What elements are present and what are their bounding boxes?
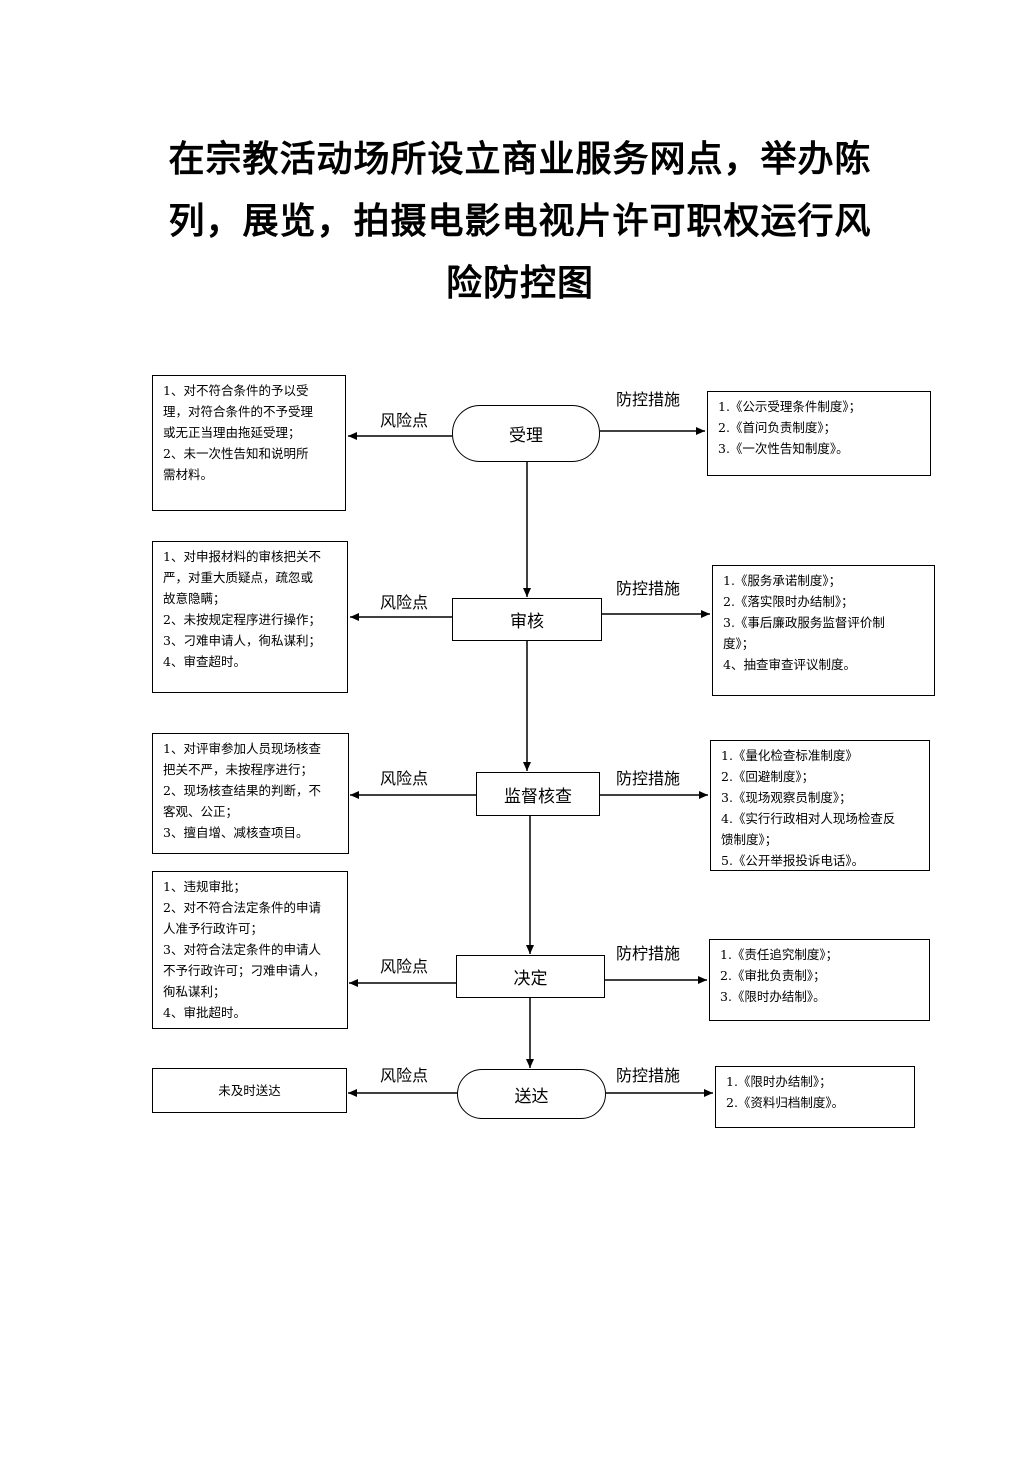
step-review-label: 审核 [510,612,544,632]
control-supervise-line: 3.《现场观察员制度》； [721,790,852,805]
risk-decide-line: 2、对不符合法定条件的申请 [163,900,321,915]
page-title: 在宗教活动场所设立商业服务网点，举办陈 列，展览，拍摄电影电视片许可职权运行风 … [140,128,900,314]
risk-accept-line: 2、未一次性告知和说明所 [163,446,309,461]
control-box-decide: 1.《责任追究制度》； 2.《审批负责制》； 3.《限时办结制》。 [709,939,930,1021]
risk-review-line: 故意隐瞒； [163,591,226,606]
control-accept-line: 3.《一次性告知制度》。 [718,441,849,456]
control-supervise-line: 5.《公开举报投诉电话》。 [721,853,865,868]
risk-accept-line: 1、对不符合条件的予以受 [163,383,309,398]
control-supervise-line: 2.《回避制度》； [721,769,815,784]
risk-supervise-line: 3、擅自增、减核查项目。 [163,825,309,840]
risk-supervise-line: 把关不严，未按程序进行； [163,762,314,777]
risk-box-deliver: 未及时送达 [152,1068,347,1113]
step-review: 审核 [452,598,602,641]
risk-box-accept: 1、对不符合条件的予以受 理，对符合条件的不予受理 或无正当理由拖延受理； 2、… [152,375,346,511]
risk-accept-line: 理，对符合条件的不予受理 [163,404,314,419]
risk-review-line: 3、刁难申请人，徇私谋利； [163,633,321,648]
risk-decide-line: 人准予行政许可； [163,921,264,936]
control-label-decide: 防柠措施 [616,944,681,963]
risk-decide-line: 3、对符合法定条件的申请人 [163,942,321,957]
risk-supervise-line: 1、对评审参加人员现场核查 [163,741,321,756]
risk-review-line: 1、对申报材料的审核把关不 [163,549,321,564]
risk-review-line: 严，对重大质疑点，疏忽或 [163,570,314,585]
control-decide-line: 1.《责任追究制度》； [720,947,839,962]
control-deliver-line: 1.《限时办结制》； [726,1074,832,1089]
title-line-3: 险防控图 [445,262,594,304]
risk-decide-line: 4、审批超时。 [163,1005,246,1020]
risk-label-accept: 风险点 [380,411,429,430]
risk-label-review: 风险点 [380,593,429,612]
control-supervise-line: 4.《实行行政相对人现场检查反 [721,811,896,826]
step-decide-label: 决定 [513,969,548,989]
control-decide-line: 2.《审批负责制》； [720,968,826,983]
control-label-supervise: 防控措施 [616,769,681,788]
control-supervise-line: 馈制度》； [721,832,778,847]
control-deliver-line: 2.《资料归档制度》。 [726,1095,845,1110]
step-supervise-label: 监督核查 [504,786,572,807]
control-review-line: 4、抽查审查评议制度。 [723,657,856,672]
control-review-line: 3.《事后廉政服务监督评价制 [723,615,885,630]
risk-decide-line: 不予行政许可；刁难申请人， [163,963,326,978]
risk-accept-line: 需材料。 [163,467,214,482]
control-label-review: 防控措施 [616,579,681,598]
control-label-deliver: 防控措施 [616,1066,681,1085]
risk-label-decide: 风险点 [380,957,429,976]
control-supervise-line: 1.《量化检查标准制度》 [721,748,858,763]
risk-box-supervise: 1、对评审参加人员现场核查 把关不严，未按程序进行； 2、现场核查结果的判断，不… [152,733,349,854]
step-supervise: 监督核查 [476,772,600,816]
risk-supervise-line: 2、现场核查结果的判断，不 [163,783,321,798]
risk-accept-line: 或无正当理由拖延受理； [163,425,301,440]
step-deliver-label: 送达 [514,1086,549,1107]
title-line-2: 列，展览，拍摄电影电视片许可职权运行风 [168,200,872,242]
risk-box-review: 1、对申报材料的审核把关不 严，对重大质疑点，疏忽或 故意隐瞒； 2、未按规定程… [152,541,348,693]
risk-decide-line: 1、违规审批； [163,879,246,894]
risk-label-supervise: 风险点 [380,769,429,788]
control-box-deliver: 1.《限时办结制》； 2.《资料归档制度》。 [715,1066,915,1128]
risk-review-line: 4、审查超时。 [163,654,246,669]
control-review-line: 度》； [723,636,755,651]
control-review-line: 1.《服务承诺制度》； [723,573,842,588]
control-label-accept: 防控措施 [616,390,681,409]
risk-deliver-line: 未及时送达 [218,1083,281,1098]
step-deliver: 送达 [457,1069,606,1119]
control-accept-line: 2.《首问负责制度》； [718,420,837,435]
risk-supervise-line: 客观、公正； [163,804,239,819]
title-line-1: 在宗教活动场所设立商业服务网点，举办陈 [168,138,872,180]
step-accept-label: 受理 [509,426,543,446]
step-decide: 决定 [456,955,605,998]
risk-review-line: 2、未按规定程序进行操作； [163,612,321,627]
control-review-line: 2.《落实限时办结制》； [723,594,854,609]
step-accept: 受理 [452,405,600,462]
control-box-supervise: 1.《量化检查标准制度》 2.《回避制度》； 3.《现场观察员制度》； 4.《实… [710,740,930,871]
risk-box-decide: 1、违规审批； 2、对不符合法定条件的申请 人准予行政许可； 3、对符合法定条件… [152,871,348,1029]
risk-label-deliver: 风险点 [380,1066,429,1085]
control-decide-line: 3.《限时办结制》。 [720,989,826,1004]
control-box-accept: 1.《公示受理条件制度》； 2.《首问负责制度》； 3.《一次性告知制度》。 [707,391,931,476]
control-accept-line: 1.《公示受理条件制度》； [718,399,862,414]
risk-decide-line: 徇私谋利； [163,984,226,999]
control-box-review: 1.《服务承诺制度》； 2.《落实限时办结制》； 3.《事后廉政服务监督评价制 … [712,565,935,696]
